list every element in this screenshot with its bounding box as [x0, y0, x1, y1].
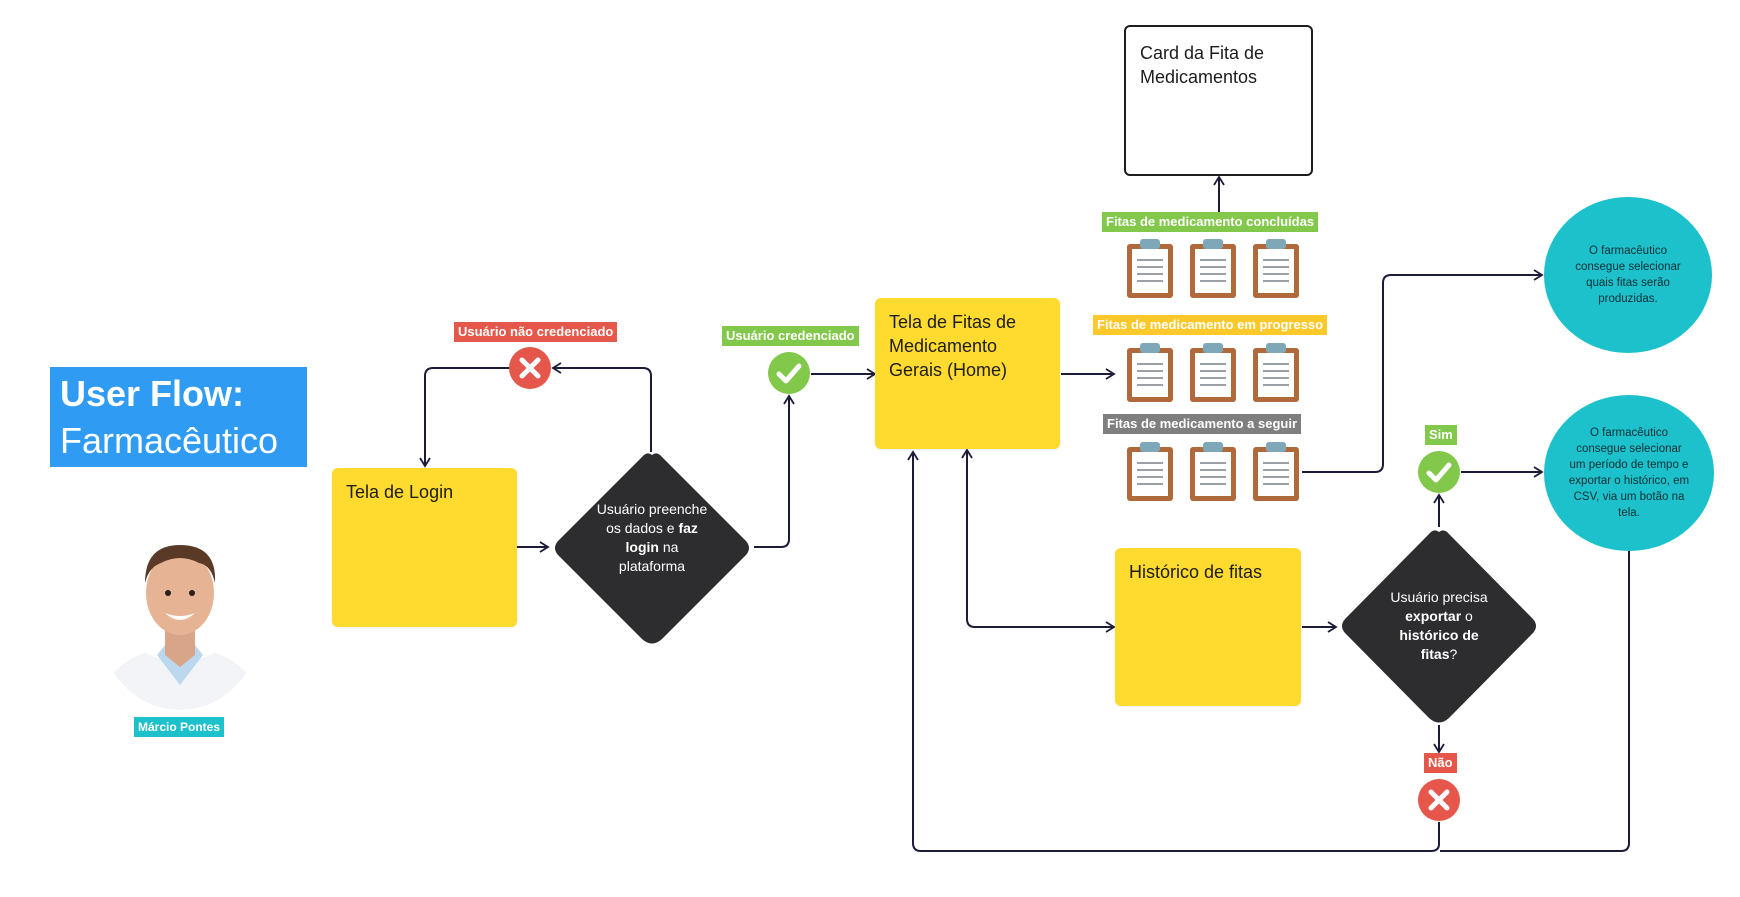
- connector-aseguir-to-circle: [1302, 269, 1544, 473]
- connector-home-to-historico: [966, 455, 1116, 633]
- sticky-login: Tela de Login: [332, 468, 517, 627]
- x-icon: [1418, 779, 1460, 821]
- tag-nao-credenciado: Usuário não credenciado: [454, 322, 618, 342]
- tag-fitas-concluidas: Fitas de medicamento concluídas: [1102, 212, 1319, 232]
- decision-exportar-text-1: Usuário precisa: [1390, 589, 1488, 605]
- tag-fitas-a-seguir: Fitas de medicamento a seguir: [1103, 414, 1302, 434]
- check-icon: [768, 352, 810, 394]
- check-icon: [1418, 451, 1460, 493]
- flow-title-line2: Farmacêutico: [60, 420, 279, 461]
- card-fita: Card da Fita de Medicamentos: [1124, 25, 1313, 176]
- flow-title-line1: User Flow:: [60, 373, 245, 414]
- circle-selecionar: O farmacêutico consegue selecionar quais…: [1544, 197, 1712, 353]
- clipboard-row-concluidas: [1124, 238, 1306, 305]
- sticky-home: Tela de Fitas de Medicamento Gerais (Hom…: [875, 298, 1060, 449]
- decision-exportar: Usuário precisa exportar o histórico de …: [1338, 528, 1540, 724]
- clipboard-icon: [1190, 442, 1236, 501]
- persona-photo: [95, 505, 265, 710]
- connector-nao-to-home: [907, 450, 1440, 852]
- tag-nao: Não: [1424, 753, 1457, 773]
- decision-exportar-bold-1: exportar: [1405, 608, 1462, 624]
- clipboard-icon: [1253, 239, 1299, 298]
- connector-circle2-to-loop: [1440, 548, 1630, 852]
- x-icon: [509, 347, 551, 389]
- sticky-historico: Histórico de fitas: [1115, 548, 1301, 706]
- decision-login-text-1: Usuário preenche os dados e: [596, 501, 708, 536]
- decision-exportar-bold-2: histórico de fitas: [1399, 627, 1479, 662]
- decision-exportar-text-2: o: [1461, 608, 1473, 624]
- clipboard-icon: [1127, 239, 1173, 298]
- circle-exportar: O farmacêutico consegue selecionar um pe…: [1544, 395, 1714, 551]
- tag-fitas-em-progresso: Fitas de medicamento em progresso: [1093, 315, 1328, 335]
- clipboard-row-em-progresso: [1124, 342, 1306, 409]
- clipboard-icon: [1253, 343, 1299, 402]
- persona-name: Márcio Pontes: [134, 717, 225, 737]
- clipboard-icon: [1190, 343, 1236, 402]
- decision-login-bold: faz login: [625, 520, 698, 555]
- clipboard-icon: [1190, 239, 1236, 298]
- decision-login: Usuário preenche os dados e faz login na…: [551, 451, 753, 645]
- clipboard-icon: [1127, 343, 1173, 402]
- connector-fail-to-login: [419, 367, 510, 468]
- clipboard-icon: [1127, 442, 1173, 501]
- flow-title: User Flow: Farmacêutico: [50, 367, 307, 467]
- connector-decision-to-success: [754, 394, 795, 548]
- decision-login-text-2: na plataforma: [618, 539, 686, 574]
- connector-decision-to-fail: [551, 362, 652, 452]
- tag-credenciado: Usuário credenciado: [722, 326, 859, 346]
- clipboard-icon: [1253, 442, 1299, 501]
- clipboard-row-a-seguir: [1124, 441, 1306, 508]
- tag-sim: Sim: [1425, 425, 1457, 445]
- decision-exportar-text-3: ?: [1449, 646, 1458, 662]
